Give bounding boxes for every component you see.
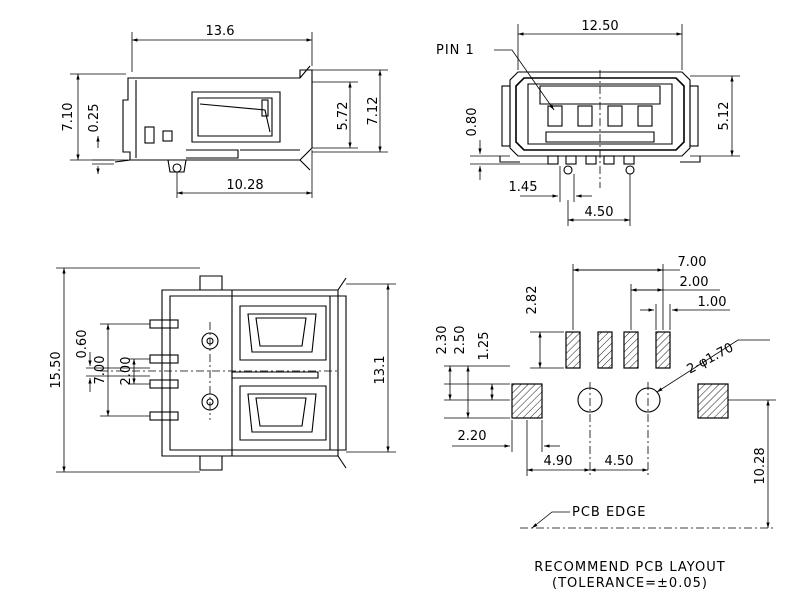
pin-1-label: PIN 1 bbox=[436, 43, 475, 58]
dim-13-1: 13.1 bbox=[373, 356, 388, 385]
dim-7-00-pcb: 7.00 bbox=[678, 255, 707, 270]
dim-5-72: 5.72 bbox=[336, 102, 351, 131]
dim-1-45: 1.45 bbox=[509, 180, 538, 195]
dim-2-30: 2.30 bbox=[435, 326, 450, 355]
mount-pad-right bbox=[697, 383, 729, 419]
dim-4-50-front: 4.50 bbox=[585, 205, 614, 220]
dim-4-90: 4.90 bbox=[544, 454, 573, 469]
dim-2-00-pcb: 2.00 bbox=[680, 275, 709, 290]
signal-pad bbox=[655, 331, 671, 369]
dim-10-28: 10.28 bbox=[226, 178, 263, 193]
dim-5-12: 5.12 bbox=[717, 102, 732, 131]
mount-pad-left bbox=[511, 383, 543, 419]
dim-12-50: 12.50 bbox=[581, 19, 618, 34]
dim-7-00-top: 7.00 bbox=[93, 356, 108, 385]
pcb-edge-label: PCB EDGE bbox=[572, 505, 646, 520]
dim-15-50: 15.50 bbox=[49, 351, 64, 388]
side-view: 13.6 7.10 0.25 5.72 7.12 10.28 bbox=[61, 24, 388, 198]
hole-note: 2-φ1.70 bbox=[685, 340, 737, 377]
dim-2-82: 2.82 bbox=[525, 286, 540, 315]
dim-10-28-pcb: 10.28 bbox=[753, 447, 768, 484]
dim-2-50: 2.50 bbox=[453, 326, 468, 355]
dim-7-12: 7.12 bbox=[366, 97, 381, 126]
signal-pad bbox=[623, 331, 639, 369]
signal-pad bbox=[565, 331, 581, 369]
dim-13-6: 13.6 bbox=[206, 24, 235, 39]
dim-0-80: 0.80 bbox=[465, 108, 480, 137]
layout-title: RECOMMEND PCB LAYOUT bbox=[534, 560, 725, 575]
dim-1-25: 1.25 bbox=[477, 332, 492, 361]
dim-0-25: 0.25 bbox=[87, 104, 102, 133]
front-view: PIN 1 12.50 5.12 0.80 1.45 4.50 bbox=[436, 19, 740, 226]
dim-1-00: 1.00 bbox=[698, 295, 727, 310]
tolerance-note: (TOLERANCE=±0.05) bbox=[552, 576, 708, 591]
top-view: 15.50 7.00 0.60 2.00 13.1 bbox=[49, 267, 396, 473]
dim-7-10: 7.10 bbox=[61, 103, 76, 132]
pcb-layout: 7.00 2.00 1.00 2.82 2.30 2.50 1.25 2-φ1.… bbox=[435, 255, 776, 591]
signal-pad bbox=[597, 331, 613, 369]
dim-2-00-top: 2.00 bbox=[119, 357, 134, 386]
dim-0-60: 0.60 bbox=[75, 330, 90, 359]
dim-2-20: 2.20 bbox=[458, 429, 487, 444]
dim-4-50-pcb: 4.50 bbox=[605, 454, 634, 469]
